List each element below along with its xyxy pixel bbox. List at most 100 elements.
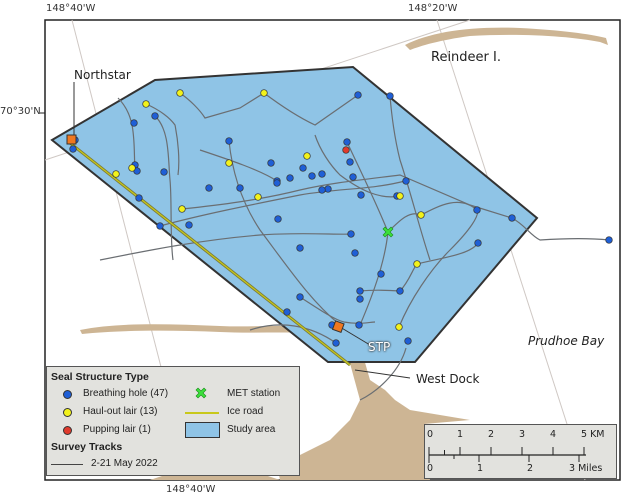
legend-haul-out-lair: Haul-out lair (13) <box>83 406 158 417</box>
breathing-hole-icon <box>63 390 72 399</box>
survey-tracks <box>99 92 610 401</box>
met-station-icon <box>195 387 207 399</box>
legend-title: Seal Structure Type <box>51 371 149 383</box>
scale-bar: 0 1 2 3 4 5 KM 0 1 2 3 Miles <box>424 424 617 479</box>
breathing-hole-point <box>605 236 613 244</box>
breathing-hole-point <box>343 138 351 146</box>
breathing-hole-point <box>356 287 364 295</box>
label-reindeer-island: Reindeer I. <box>431 50 501 65</box>
met-station-marker <box>382 226 394 238</box>
breathing-hole-point <box>299 164 307 172</box>
breathing-hole-point <box>404 337 412 345</box>
breathing-hole-point <box>318 170 326 178</box>
breathing-hole-point <box>347 230 355 238</box>
haul-out-lair-point <box>417 211 425 219</box>
label-stp: STP <box>368 340 391 354</box>
stp-facility <box>331 320 345 334</box>
haul-out-lair-point <box>225 159 233 167</box>
breathing-hole-point <box>286 174 294 182</box>
haul-out-lair-point <box>142 100 150 108</box>
scale-mi-0: 0 <box>427 463 434 474</box>
label-northstar: Northstar <box>74 68 131 82</box>
scale-bar-ticks <box>428 447 586 463</box>
haul-out-lair-point <box>396 192 404 200</box>
breathing-hole-point <box>377 270 385 278</box>
breathing-hole-point <box>474 239 482 247</box>
breathing-hole-point <box>357 191 365 199</box>
haul-out-lair-point <box>254 193 262 201</box>
scale-mi-1: 1 <box>477 463 484 474</box>
label-west-dock: West Dock <box>416 372 480 386</box>
scale-mi-3: 3 Miles <box>569 463 603 474</box>
study-area-icon <box>185 422 220 438</box>
breathing-hole-point <box>151 112 159 120</box>
breathing-hole-point <box>351 249 359 257</box>
breathing-hole-point <box>349 173 357 181</box>
pupping-lair-point <box>342 146 350 154</box>
breathing-hole-point <box>160 168 168 176</box>
scale-km-1: 1 <box>457 429 464 440</box>
survey-tracks-title: Survey Tracks <box>51 441 123 453</box>
breathing-hole-point <box>296 244 304 252</box>
haul-out-lair-point <box>178 205 186 213</box>
legend: Seal Structure Type Breathing hole (47) … <box>46 366 300 476</box>
breathing-hole-point <box>308 172 316 180</box>
haul-out-lair-point <box>112 170 120 178</box>
breathing-hole-point <box>356 295 364 303</box>
legend-survey-tracks: 2-21 May 2022 <box>91 458 158 469</box>
breathing-hole-point <box>225 137 233 145</box>
breathing-hole-point <box>508 214 516 222</box>
scale-mi-2: 2 <box>527 463 534 474</box>
haul-out-lair-point <box>176 89 184 97</box>
study-area <box>50 65 539 363</box>
breathing-hole-point <box>69 145 77 153</box>
breathing-hole-point <box>346 158 354 166</box>
haul-out-lair-point <box>260 89 268 97</box>
graticule-label-left: 70°30'N <box>0 106 41 117</box>
graticule-label-top-left: 148°40'W <box>46 3 96 14</box>
legend-met-station: MET station <box>227 388 281 399</box>
breathing-hole-point <box>283 308 291 316</box>
breathing-hole-point <box>267 159 275 167</box>
legend-study-area: Study area <box>227 424 276 435</box>
breathing-hole-point <box>135 194 143 202</box>
graticule-label-bottom: 148°40'W <box>166 484 216 495</box>
breathing-hole-point <box>354 91 362 99</box>
breathing-hole-point <box>396 287 404 295</box>
breathing-hole-point <box>205 184 213 192</box>
haul-out-lair-point <box>303 152 311 160</box>
breathing-hole-point <box>130 119 138 127</box>
stp-leader <box>339 326 371 346</box>
haul-out-lair-icon <box>63 408 72 417</box>
breathing-hole-point <box>473 206 481 214</box>
label-prudhoe-bay: Prudhoe Bay <box>528 334 605 348</box>
breathing-hole-point <box>156 222 164 230</box>
breathing-hole-point <box>185 221 193 229</box>
ice-road-center <box>69 142 351 366</box>
scale-km-2: 2 <box>488 429 495 440</box>
haul-out-lair-point <box>395 323 403 331</box>
breathing-hole-point <box>273 179 281 187</box>
legend-pupping-lair: Pupping lair (1) <box>83 424 151 435</box>
west-dock-leader <box>354 369 411 379</box>
breathing-hole-point <box>355 321 363 329</box>
scale-km-4: 4 <box>550 429 557 440</box>
legend-breathing-hole: Breathing hole (47) <box>83 388 169 399</box>
pupping-lair-icon <box>63 426 72 435</box>
breathing-hole-point <box>402 177 410 185</box>
seal-structure-points <box>69 89 613 347</box>
scale-km-0: 0 <box>427 429 434 440</box>
breathing-hole-point <box>236 184 244 192</box>
haul-out-lair-point <box>413 260 421 268</box>
northstar-facility <box>66 134 77 145</box>
breathing-hole-point <box>318 186 326 194</box>
haul-out-lair-point <box>128 164 136 172</box>
survey-track-icon <box>51 464 83 465</box>
breathing-hole-point <box>332 339 340 347</box>
ice-road-icon <box>185 412 219 414</box>
scale-km-5: 5 KM <box>581 429 605 440</box>
legend-ice-road: Ice road <box>227 406 264 417</box>
breathing-hole-point <box>386 92 394 100</box>
breathing-hole-point <box>296 293 304 301</box>
breathing-hole-point <box>274 215 282 223</box>
